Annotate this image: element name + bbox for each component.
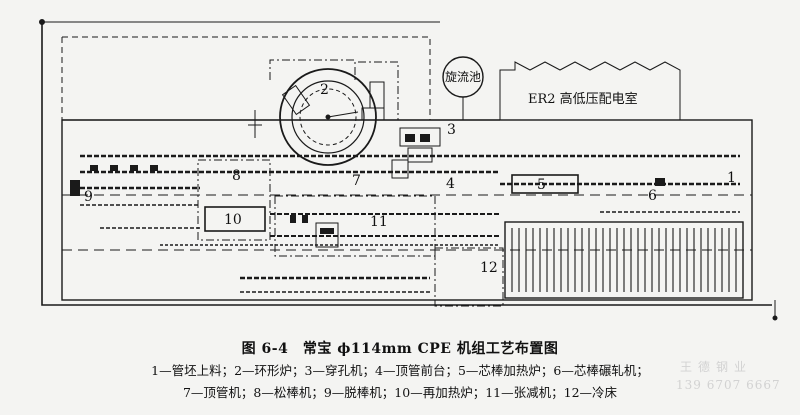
area-label-5: 5 — [537, 177, 546, 193]
cyclone-pit-label: 旋流池 — [445, 70, 481, 84]
area-label-11: 11 — [370, 214, 388, 230]
area-label-9: 9 — [84, 189, 93, 205]
watermark-name: 王德钢业 — [680, 360, 753, 374]
legend-line-2: 7—顶管机；8—松棒机；9—脱棒机；10—再加热炉；11—张减机；12—冷床 — [182, 385, 618, 400]
figure-caption: 图 6-4 常宝 ϕ114mm CPE 机组工艺布置图 — [241, 341, 559, 357]
watermark-phone: 139 6707 6667 — [676, 378, 781, 392]
area-label-10: 10 — [224, 212, 242, 228]
area-label-2: 2 — [320, 82, 329, 98]
area-label-6: 6 — [648, 188, 657, 204]
area-label-4: 4 — [446, 176, 455, 192]
area-label-12: 12 — [480, 260, 498, 276]
area-label-8: 8 — [232, 168, 241, 184]
area-label-1: 1 — [727, 170, 736, 186]
area-label-3: 3 — [447, 122, 456, 138]
legend-line-1: 1—管坯上料；2—环形炉；3—穿孔机；4—顶管前台；5—芯棒加热炉；6—芯棒碾轧… — [151, 363, 649, 378]
area-label-7: 7 — [352, 173, 361, 189]
electrical-room-label: ER2 高低压配电室 — [528, 91, 638, 107]
